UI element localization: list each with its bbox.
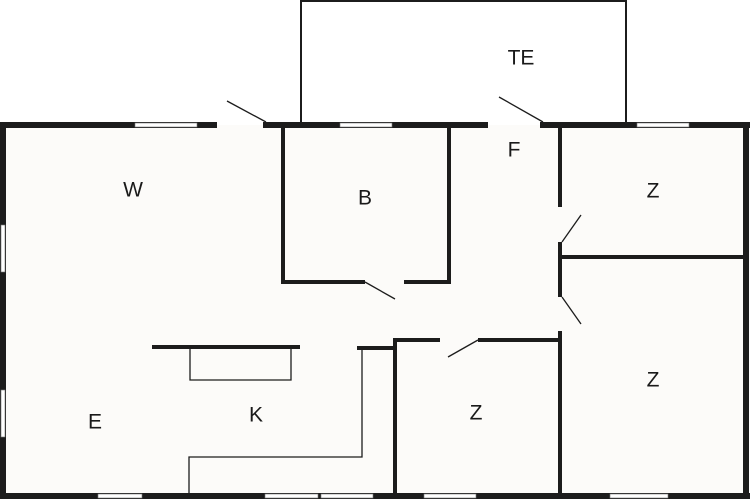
room-label-bath: B <box>358 187 372 210</box>
door-swings <box>226 96 582 358</box>
room-label-living: W <box>123 179 143 202</box>
interior-walls <box>281 125 743 493</box>
terrace-outline <box>300 0 627 125</box>
room-label-kitchen: K <box>249 404 263 427</box>
room-label-hall: F <box>508 139 521 162</box>
room-label-dining: E <box>88 411 102 434</box>
floor-area <box>3 125 746 496</box>
room-label-terrace: TE <box>508 47 535 70</box>
windows <box>0 122 690 499</box>
room-label-bedroom-ne: Z <box>647 180 660 203</box>
room-label-bedroom-e: Z <box>647 369 660 392</box>
room-label-bedroom-s: Z <box>470 402 483 425</box>
kitchen-counter <box>152 345 363 494</box>
